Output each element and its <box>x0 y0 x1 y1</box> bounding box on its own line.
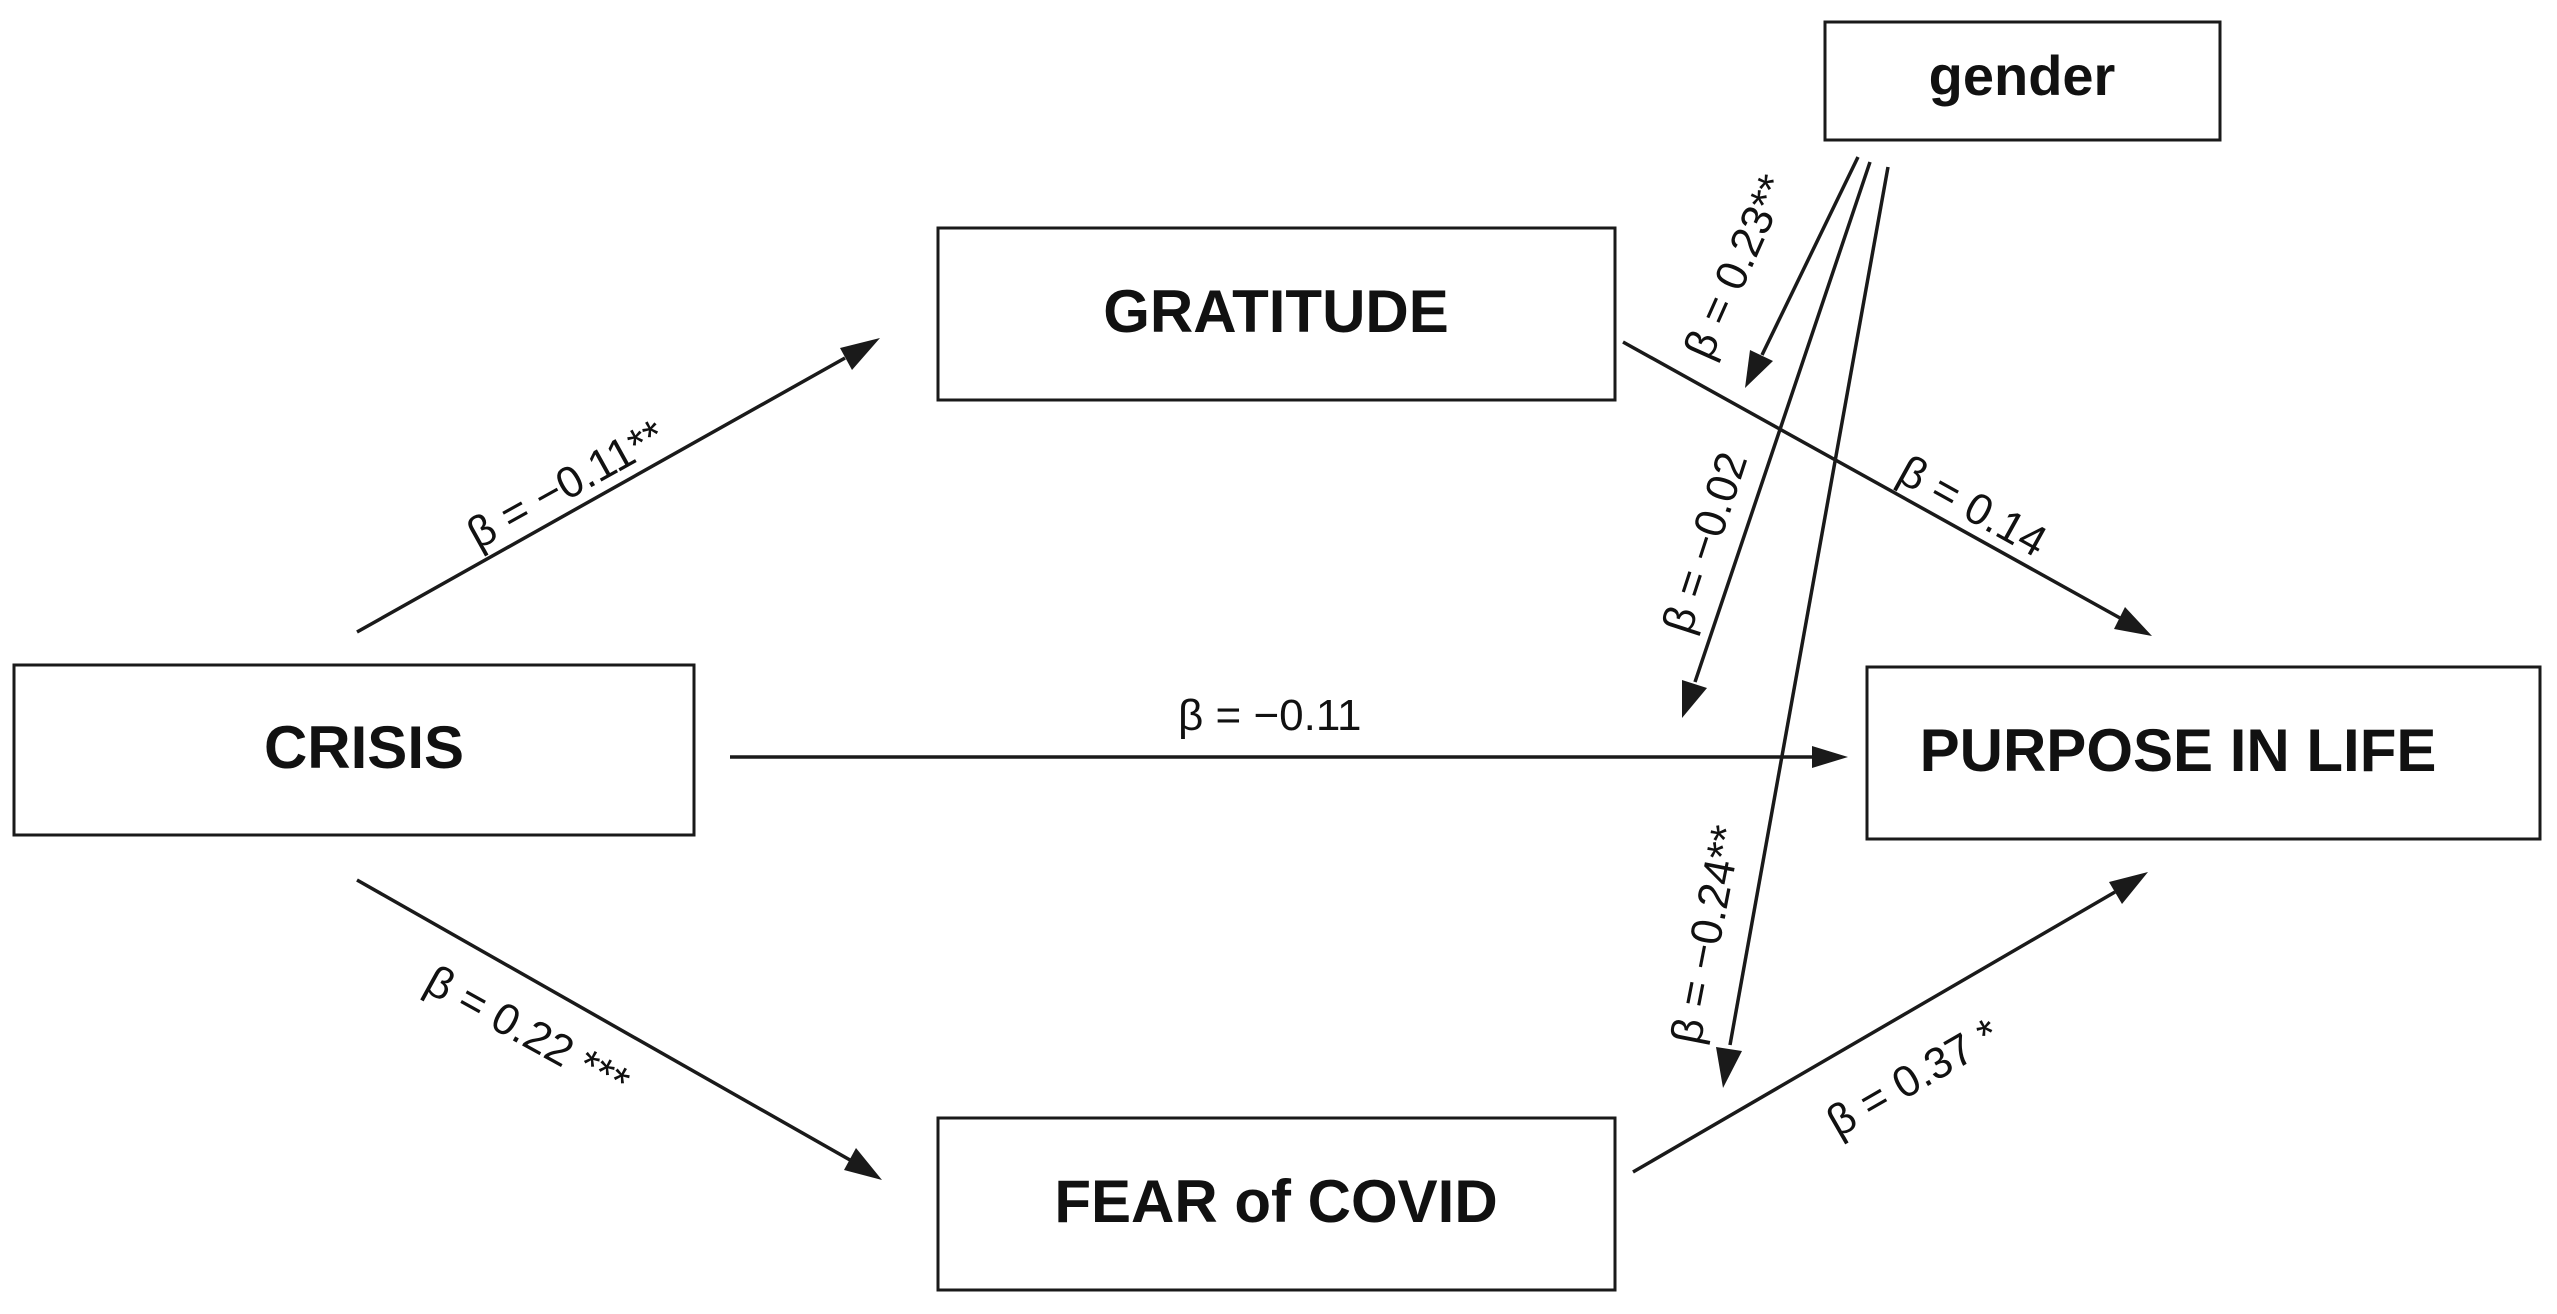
node-gratitude: GRATITUDE <box>936 226 1617 402</box>
edge-label-gender-to-gratitude-path: β = 0.23** <box>1674 168 1798 366</box>
edge-label-gratitude-to-purpose: β = 0.14 <box>1890 446 2055 567</box>
edge-gender-to-crisis-path <box>1682 161 1872 718</box>
node-purpose-in-life: PURPOSE IN LIFE <box>1865 665 2542 841</box>
edge-label-crisis-to-purpose: β = −0.11 <box>1178 691 1362 740</box>
edge-label-crisis-to-gratitude: β = −0.11** <box>459 410 673 558</box>
node-fear-of-covid: FEAR of COVID <box>936 1116 1617 1292</box>
edge-gender-to-gratitude-path <box>1745 156 1860 388</box>
node-fear-of-covid-label: FEAR of COVID <box>1054 1168 1497 1235</box>
edge-crisis-to-gratitude <box>356 338 880 634</box>
edge-gender-to-fear-path <box>1716 166 1890 1088</box>
edge-crisis-to-fear <box>356 878 882 1180</box>
node-gender: gender <box>1823 20 2222 142</box>
node-crisis: CRISIS <box>12 663 696 837</box>
edge-gratitude-to-purpose <box>1622 340 2152 636</box>
node-gender-label: gender <box>1929 44 2116 107</box>
edge-crisis-to-purpose <box>730 746 1848 768</box>
node-crisis-label: CRISIS <box>264 714 464 781</box>
node-purpose-in-life-label: PURPOSE IN LIFE <box>1920 717 2437 784</box>
edge-label-fear-to-purpose: β = 0.37 * <box>1819 1009 2008 1147</box>
node-gratitude-label: GRATITUDE <box>1103 278 1449 345</box>
edge-fear-to-purpose <box>1632 872 2148 1174</box>
edge-label-gender-to-fear-path: β = −0.24** <box>1662 822 1752 1048</box>
